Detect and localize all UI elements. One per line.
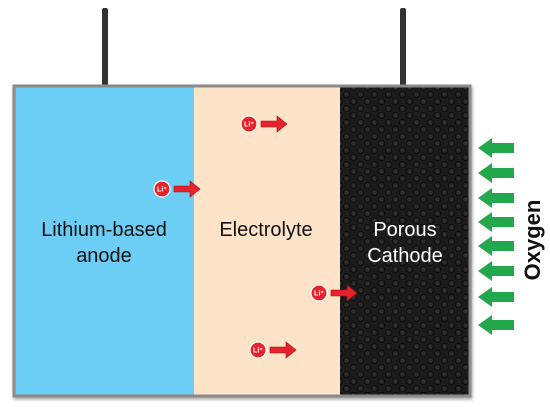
- ion-circle: [153, 180, 171, 198]
- lithium-ion-2: Li⁺: [153, 180, 201, 198]
- left-arrow-icon: [478, 212, 514, 232]
- left-arrow-icon: [478, 236, 514, 256]
- ion-label: Li⁺: [253, 348, 263, 355]
- oxygen-label: Oxygen: [520, 200, 545, 281]
- lithium-ion-4: Li⁺: [249, 341, 297, 359]
- anode-label-line2: anode: [76, 245, 132, 267]
- ion-label: Li⁺: [244, 122, 254, 129]
- cell-body: [12, 84, 472, 398]
- anode-wire: [102, 8, 108, 86]
- ion-label: Li⁺: [157, 187, 167, 194]
- lithium-ion-1: Li⁺: [240, 115, 288, 133]
- right-arrow-icon: [173, 180, 201, 198]
- anode-label-line1: Lithium-based: [41, 219, 167, 241]
- right-arrow-icon: [269, 341, 297, 359]
- anode-region: [14, 86, 194, 396]
- right-arrow-icon: [330, 284, 358, 302]
- lithium-ion-3: Li⁺: [310, 284, 358, 302]
- left-arrow-icon: [478, 188, 514, 208]
- electrolyte-label: Electrolyte: [219, 219, 312, 241]
- cathode-wire: [400, 8, 406, 86]
- left-arrow-icon: [478, 261, 514, 281]
- oxygen-arrows: [478, 138, 514, 335]
- ion-circle: [240, 115, 258, 133]
- left-arrow-icon: [478, 315, 514, 335]
- cathode-label-line1: Porous: [373, 219, 436, 241]
- ion-circle: [249, 341, 267, 359]
- cathode-region: [340, 86, 470, 396]
- cathode-label-line2: Cathode: [367, 245, 443, 267]
- ion-label: Li⁺: [314, 291, 324, 298]
- cell-frame: [12, 84, 472, 398]
- left-arrow-icon: [478, 163, 514, 183]
- right-arrow-icon: [260, 115, 288, 133]
- ion-circle: [310, 284, 328, 302]
- electrolyte-region: [194, 86, 340, 396]
- left-arrow-icon: [478, 138, 514, 158]
- left-arrow-icon: [478, 287, 514, 307]
